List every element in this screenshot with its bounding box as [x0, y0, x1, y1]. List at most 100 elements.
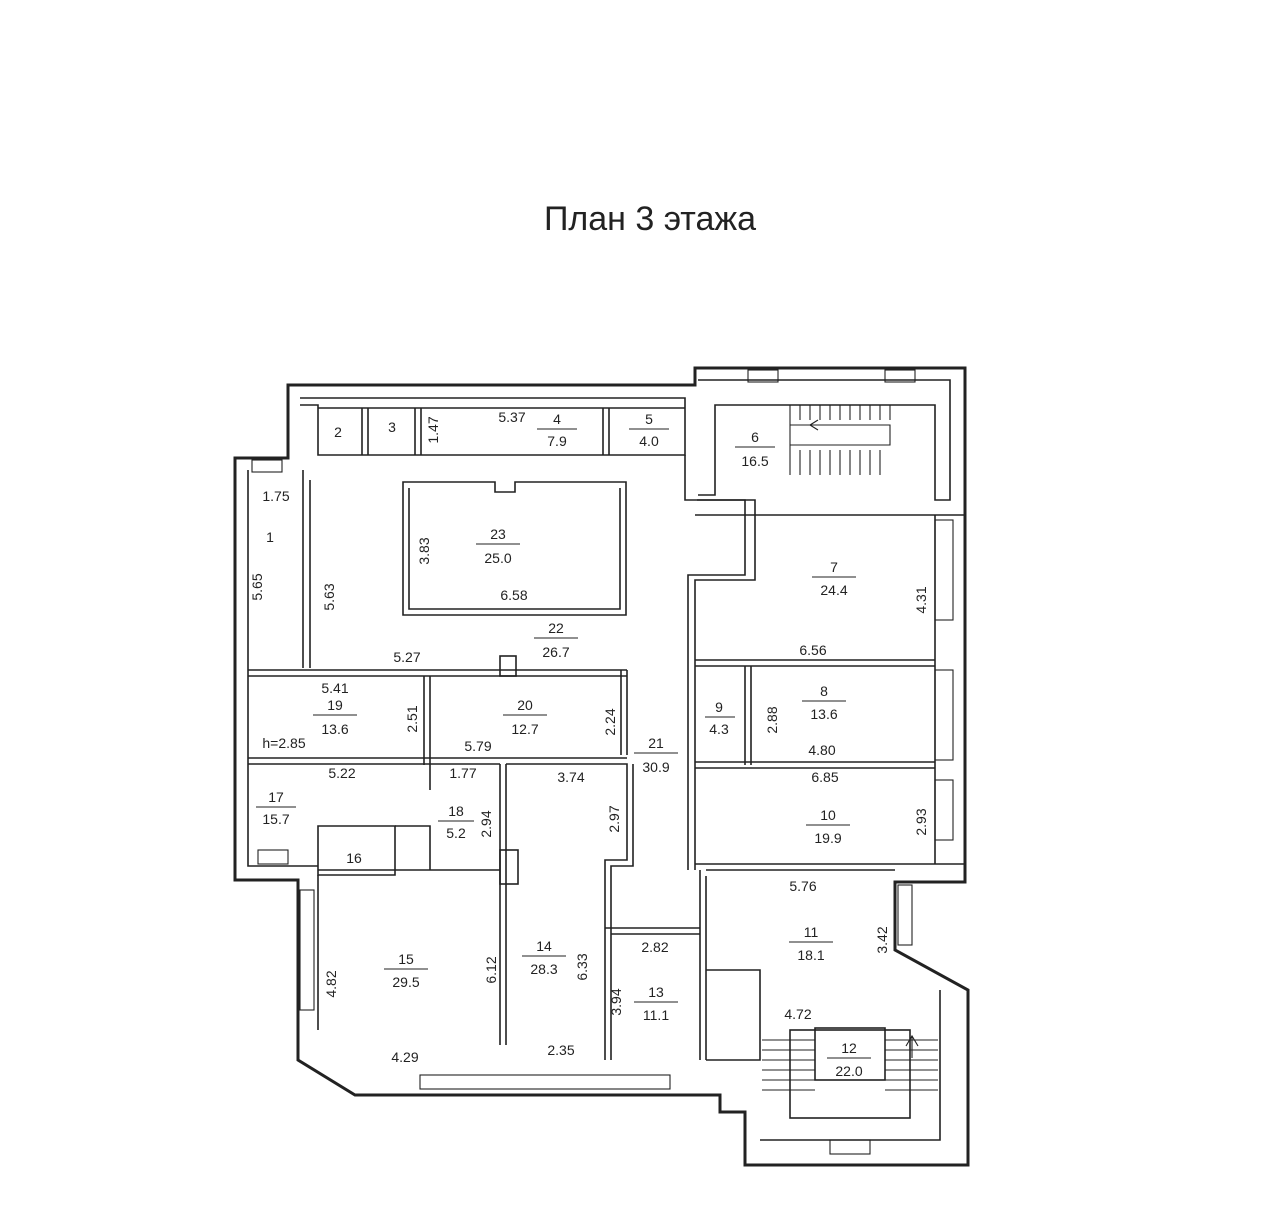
dimension-label: 5.37 — [498, 409, 525, 425]
dimension-label: 6.58 — [500, 587, 527, 603]
room-number: 23 — [490, 526, 506, 542]
room-area: 12.7 — [511, 721, 538, 737]
dimension-label: 2.88 — [764, 706, 780, 733]
dimension-label: 5.22 — [328, 765, 355, 781]
dimension-label: 6.12 — [483, 956, 499, 983]
room-23: 23 25.0 — [476, 526, 520, 566]
dimension-label: 6.56 — [799, 642, 826, 658]
room-10: 10 19.9 — [806, 807, 850, 846]
dimension-label: 4.31 — [913, 586, 929, 613]
room-13: 13 11.1 — [634, 984, 678, 1023]
room-area: 26.7 — [542, 644, 569, 660]
dimension-label: 5.27 — [393, 649, 420, 665]
room-area: 25.0 — [484, 550, 511, 566]
stairs-and-windows — [251, 369, 954, 1155]
room-number: 2 — [334, 424, 342, 440]
room-12: 12 22.0 — [827, 1040, 871, 1079]
dimension-label: 4.80 — [808, 742, 835, 758]
room-18: 18 5.2 — [438, 803, 474, 841]
dimension-label: 6.33 — [574, 953, 590, 980]
dimension-label: 3.74 — [557, 769, 584, 785]
room-number: 7 — [830, 559, 838, 575]
room-14: 14 28.3 — [522, 938, 566, 977]
room-area: 5.2 — [446, 825, 466, 841]
room-number: 15 — [398, 951, 414, 967]
room-area: 22.0 — [835, 1063, 862, 1079]
room-number: 10 — [820, 807, 836, 823]
dimension-label: h=2.85 — [262, 735, 305, 751]
room-area: 16.5 — [741, 453, 768, 469]
room-number: 16 — [346, 850, 362, 866]
dimension-label: 2.82 — [641, 939, 668, 955]
room-number: 8 — [820, 683, 828, 699]
room-area: 29.5 — [392, 974, 419, 990]
room-9: 9 4.3 — [705, 699, 735, 737]
dimension-label: 1.75 — [262, 488, 289, 504]
room-number: 9 — [715, 699, 723, 715]
dimension-label: 2.24 — [602, 708, 618, 735]
room-number: 1 — [266, 529, 274, 545]
room-area: 13.6 — [810, 706, 837, 722]
room-1: 1 — [266, 529, 274, 545]
room-19: 19 13.6 — [313, 697, 357, 737]
room-number: 4 — [553, 411, 561, 427]
room-5: 5 4.0 — [629, 411, 669, 449]
room-7: 7 24.4 — [812, 559, 856, 598]
room-8: 8 13.6 — [802, 683, 846, 722]
room-number: 11 — [804, 924, 819, 940]
room-2: 2 — [334, 424, 342, 440]
room-number: 20 — [517, 697, 533, 713]
room-3: 3 — [388, 419, 396, 435]
plan-title: План 3 этажа — [543, 200, 757, 238]
room-number: 21 — [648, 735, 664, 751]
room-area: 13.6 — [321, 721, 348, 737]
room-number: 22 — [548, 620, 564, 636]
dimension-labels: 1.47 5.37 1.75 5.65 5.63 3.83 6.58 5.2 7 … — [249, 409, 929, 1065]
room-22: 22 26.7 — [534, 620, 578, 660]
room-area: 4.0 — [639, 433, 659, 449]
dimension-label: 4.72 — [784, 1006, 811, 1022]
room-area: 28.3 — [530, 961, 557, 977]
dimension-label: 2.35 — [547, 1042, 574, 1058]
room-area: 30.9 — [642, 759, 669, 775]
room-number: 19 — [327, 697, 343, 713]
room-area: 4.3 — [709, 721, 729, 737]
room-4: 4 7.9 — [537, 411, 577, 449]
room-labels: 1 2 3 4 7.9 5 4.0 6 16.5 7 24.4 8 — [256, 411, 871, 1079]
room-17: 17 15.7 — [256, 789, 296, 827]
dimension-label: 5.76 — [789, 878, 816, 894]
outer-walls — [233, 366, 970, 1167]
room-area: 15.7 — [262, 811, 289, 827]
room-area: 11.1 — [643, 1007, 669, 1023]
room-6: 6 16.5 — [735, 429, 775, 469]
dimension-label: 3.94 — [608, 988, 624, 1015]
dimension-label: 5.65 — [249, 573, 265, 600]
room-number: 3 — [388, 419, 396, 435]
room-area: 18.1 — [797, 947, 824, 963]
room-number: 6 — [751, 429, 759, 445]
room-number: 18 — [448, 803, 464, 819]
dimension-label: 1.77 — [449, 765, 476, 781]
dimension-label: 5.79 — [464, 738, 491, 754]
room-area: 19.9 — [814, 830, 841, 846]
dimension-label: 2.97 — [606, 805, 622, 832]
dimension-label: 2.93 — [913, 808, 929, 835]
dimension-label: 4.29 — [391, 1049, 418, 1065]
room-number: 17 — [268, 789, 284, 805]
room-number: 14 — [536, 938, 552, 954]
dimension-label: 1.47 — [425, 416, 441, 443]
dimension-label: 2.51 — [404, 705, 420, 732]
dimension-label: 5.41 — [321, 680, 348, 696]
dimension-label: 2.94 — [478, 810, 494, 837]
dimension-label: 3.83 — [416, 537, 432, 564]
room-16: 16 — [346, 850, 362, 866]
room-area: 24.4 — [820, 582, 847, 598]
dimension-label: 4.82 — [323, 970, 339, 997]
interior-walls — [248, 407, 965, 1141]
room-21: 21 30.9 — [634, 735, 678, 775]
room-number: 12 — [841, 1040, 857, 1056]
dimension-label: 6.85 — [811, 769, 838, 785]
dimension-label: 5.63 — [321, 583, 337, 610]
room-number: 5 — [645, 411, 653, 427]
